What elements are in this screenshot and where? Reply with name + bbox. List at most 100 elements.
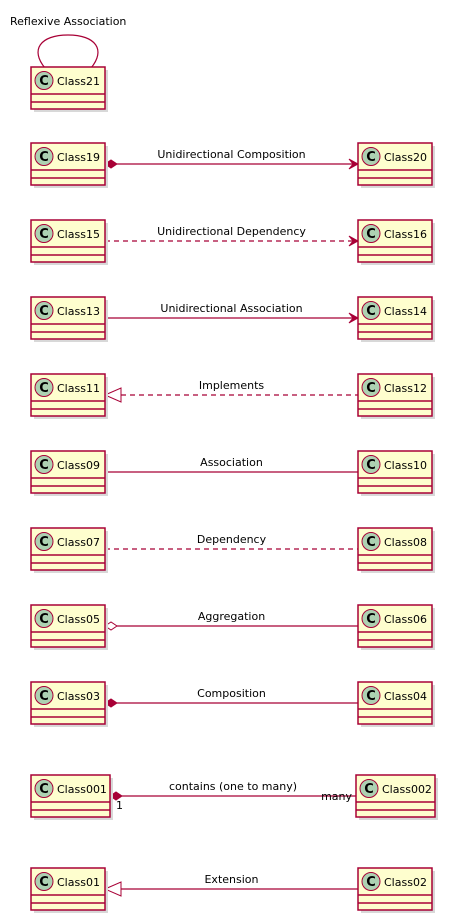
svg-text:C: C [366,150,376,165]
class-name: Class01 [57,876,100,889]
class-c-icon: C [34,147,54,166]
class-class19[interactable]: C Class19 [30,142,108,188]
svg-text:C: C [39,782,49,797]
class-name: Class19 [57,151,100,164]
class-class001[interactable]: C Class001 [30,774,113,820]
class-c-icon: C [34,378,54,397]
class-c-icon: C [34,301,54,320]
arrow-head-icon [348,235,360,247]
relation-extension: Extension [103,873,358,897]
relation-label: Composition [197,687,266,700]
relation-label: Unidirectional Dependency [157,225,306,238]
multiplicity-right: many [321,790,352,803]
class-class01[interactable]: C Class01 [30,867,108,913]
relation-contains: contains (one to many) 1 many [109,780,356,812]
class-name: Class04 [384,690,427,703]
class-name: Class12 [384,382,427,395]
class-name: Class02 [384,876,427,889]
relation-label: Dependency [197,533,267,546]
relation-label: contains (one to many) [169,780,297,793]
class-c-icon: C [34,686,54,705]
class-class04[interactable]: C Class04 [357,681,435,727]
svg-text:C: C [39,612,49,627]
class-name: Class20 [384,151,427,164]
relation-label: Association [200,456,263,469]
class-c-icon: C [34,609,54,628]
class-name: Class001 [57,783,107,796]
svg-text:C: C [39,304,49,319]
svg-text:C: C [366,227,376,242]
reflexive-association-line [37,34,99,69]
svg-text:C: C [366,689,376,704]
reflexive-association-label: Reflexive Association [10,15,126,28]
class-c-icon: C [361,301,381,320]
relation-implements: Implements [103,379,358,403]
class-c-icon: C [361,872,381,891]
class-class15[interactable]: C Class15 [30,219,108,265]
svg-text:C: C [39,227,49,242]
class-name: Class11 [57,382,100,395]
relation-dependency: Dependency [105,533,358,550]
class-class02[interactable]: C Class02 [357,867,435,913]
multiplicity-left: 1 [116,799,123,812]
class-c-icon: C [361,686,381,705]
svg-text:C: C [366,612,376,627]
class-c-icon: C [361,378,381,397]
svg-text:C: C [366,381,376,396]
class-class13[interactable]: C Class13 [30,296,108,342]
class-c-icon: C [361,609,381,628]
class-name: Class14 [384,305,427,318]
svg-text:C: C [366,875,376,890]
class-c-icon: C [34,779,54,798]
arrow-head-icon [348,158,360,170]
relation-label: Unidirectional Composition [157,148,305,161]
class-name: Class21 [57,75,100,88]
class-c-icon: C [34,71,54,90]
class-c-icon: C [361,147,381,166]
class-name: Class03 [57,690,100,703]
class-name: Class13 [57,305,100,318]
svg-text:C: C [39,74,49,89]
relation-unidirectional-dependency: Unidirectional Dependency [105,225,360,247]
class-c-icon: C [34,872,54,891]
class-name: Class07 [57,536,100,549]
class-name: Class002 [382,783,432,796]
relation-composition: Composition [104,687,358,708]
svg-text:C: C [39,875,49,890]
arrow-head-icon [348,312,360,324]
svg-text:C: C [39,458,49,473]
relation-label: Unidirectional Association [160,302,302,315]
relation-label: Aggregation [198,610,265,623]
class-class002[interactable]: C Class002 [355,774,438,820]
class-name: Class09 [57,459,100,472]
relation-unidirectional-association: Unidirectional Association [105,302,360,324]
class-c-icon: C [34,224,54,243]
class-c-icon: C [361,224,381,243]
class-class20[interactable]: C Class20 [357,142,435,188]
class-class07[interactable]: C Class07 [30,527,108,573]
svg-text:C: C [364,782,374,797]
class-name: Class05 [57,613,100,626]
svg-text:C: C [39,150,49,165]
class-name: Class15 [57,228,100,241]
class-class21[interactable]: C Class21 [30,66,108,112]
class-c-icon: C [34,455,54,474]
class-class05[interactable]: C Class05 [30,604,108,650]
class-class09[interactable]: C Class09 [30,450,108,496]
class-name: Class06 [384,613,427,626]
class-class12[interactable]: C Class12 [357,373,435,419]
svg-text:C: C [39,535,49,550]
relation-label: Implements [199,379,265,392]
class-name: Class08 [384,536,427,549]
class-c-icon: C [34,532,54,551]
class-class06[interactable]: C Class06 [357,604,435,650]
class-c-icon: C [361,455,381,474]
